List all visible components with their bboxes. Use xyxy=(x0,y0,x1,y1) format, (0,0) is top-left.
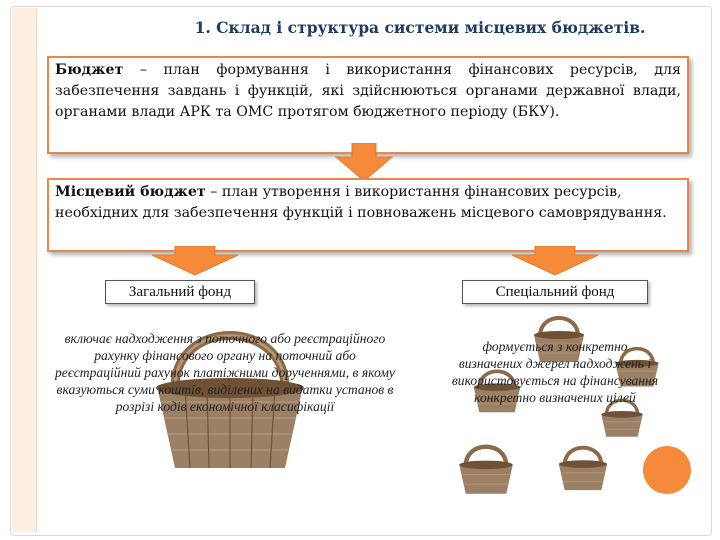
basket-icon xyxy=(534,316,584,362)
general-fund-box: Загальний фонд xyxy=(105,280,255,304)
budget-term: Бюджет xyxy=(55,62,124,78)
basket-icon xyxy=(601,398,643,437)
basket-icon xyxy=(156,331,304,469)
down-arrow-icon xyxy=(151,246,239,276)
local-budget-definition-box: Місцевий бюджет – план утворення і викор… xyxy=(47,178,689,252)
budget-definition: – план формування і використання фінансо… xyxy=(55,62,681,120)
left-decor-stripe xyxy=(12,8,37,532)
slide-title: 1. Склад і структура системи місцевих бю… xyxy=(194,18,646,37)
budget-definition-box: Бюджет – план формування і використання … xyxy=(47,56,689,154)
basket-icon xyxy=(615,347,659,387)
basket-icon xyxy=(473,369,521,413)
local-budget-definition: – план утворення і використання фінансов… xyxy=(55,184,667,221)
down-arrow-icon xyxy=(334,143,394,182)
special-fund-box: Спеціальний фонд xyxy=(462,280,648,304)
basket-icon xyxy=(459,444,513,494)
basket-icon xyxy=(558,445,608,491)
slide-frame xyxy=(10,6,712,536)
down-arrow-icon xyxy=(511,246,599,276)
general-fund-description: включає надходження з поточного або реєс… xyxy=(55,331,395,414)
special-fund-description: формується з конкретно визначених джерел… xyxy=(451,339,659,405)
local-budget-term: Місцевий бюджет xyxy=(55,184,206,200)
decorative-circle xyxy=(643,446,691,494)
